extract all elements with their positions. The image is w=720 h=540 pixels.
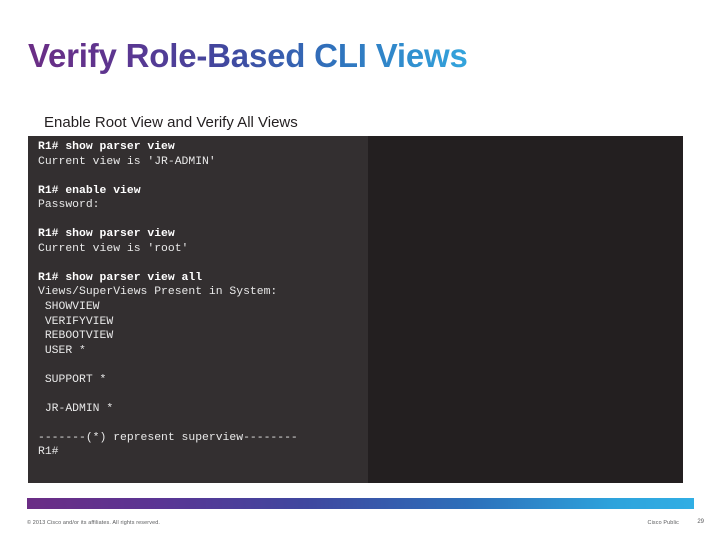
slide-subtitle: Enable Root View and Verify All Views (44, 114, 298, 131)
footer-classification: Cisco Public (647, 520, 679, 526)
terminal-line: SHOWVIEW (38, 301, 100, 314)
terminal-line: Current view is 'root' (38, 242, 189, 255)
terminal-line (38, 358, 679, 373)
terminal-line: Views/SuperViews Present in System: (38, 286, 278, 299)
terminal-line (38, 213, 679, 228)
terminal-line: -------(*) represent superview-------- (38, 431, 298, 444)
terminal-line (38, 169, 679, 184)
footer-copyright: © 2013 Cisco and/or its affiliates. All … (27, 520, 161, 526)
terminal-line (38, 256, 679, 271)
terminal-line: R1# enable view (38, 184, 141, 197)
terminal-line: R1# show parser view (38, 141, 175, 153)
terminal-line: R1# show parser view all (38, 271, 203, 284)
terminal-line: VERIFYVIEW (38, 315, 114, 328)
bottom-gradient-bar (27, 498, 694, 509)
footer-page-number: 29 (697, 519, 704, 525)
slide-title: Verify Role-Based CLI Views (28, 37, 468, 74)
terminal-line: Current view is 'JR-ADMIN' (38, 155, 216, 168)
terminal-line (38, 416, 679, 431)
terminal-line: R1# show parser view (38, 228, 175, 241)
terminal-line: USER * (38, 344, 86, 357)
terminal-line: R1# (38, 446, 59, 459)
terminal-line: JR-ADMIN * (38, 402, 114, 415)
terminal-line: SUPPORT * (38, 373, 107, 386)
terminal-shade (28, 136, 368, 483)
terminal-line: REBOOTVIEW (38, 330, 114, 343)
terminal-line (38, 387, 679, 402)
terminal-line: Password: (38, 199, 100, 212)
